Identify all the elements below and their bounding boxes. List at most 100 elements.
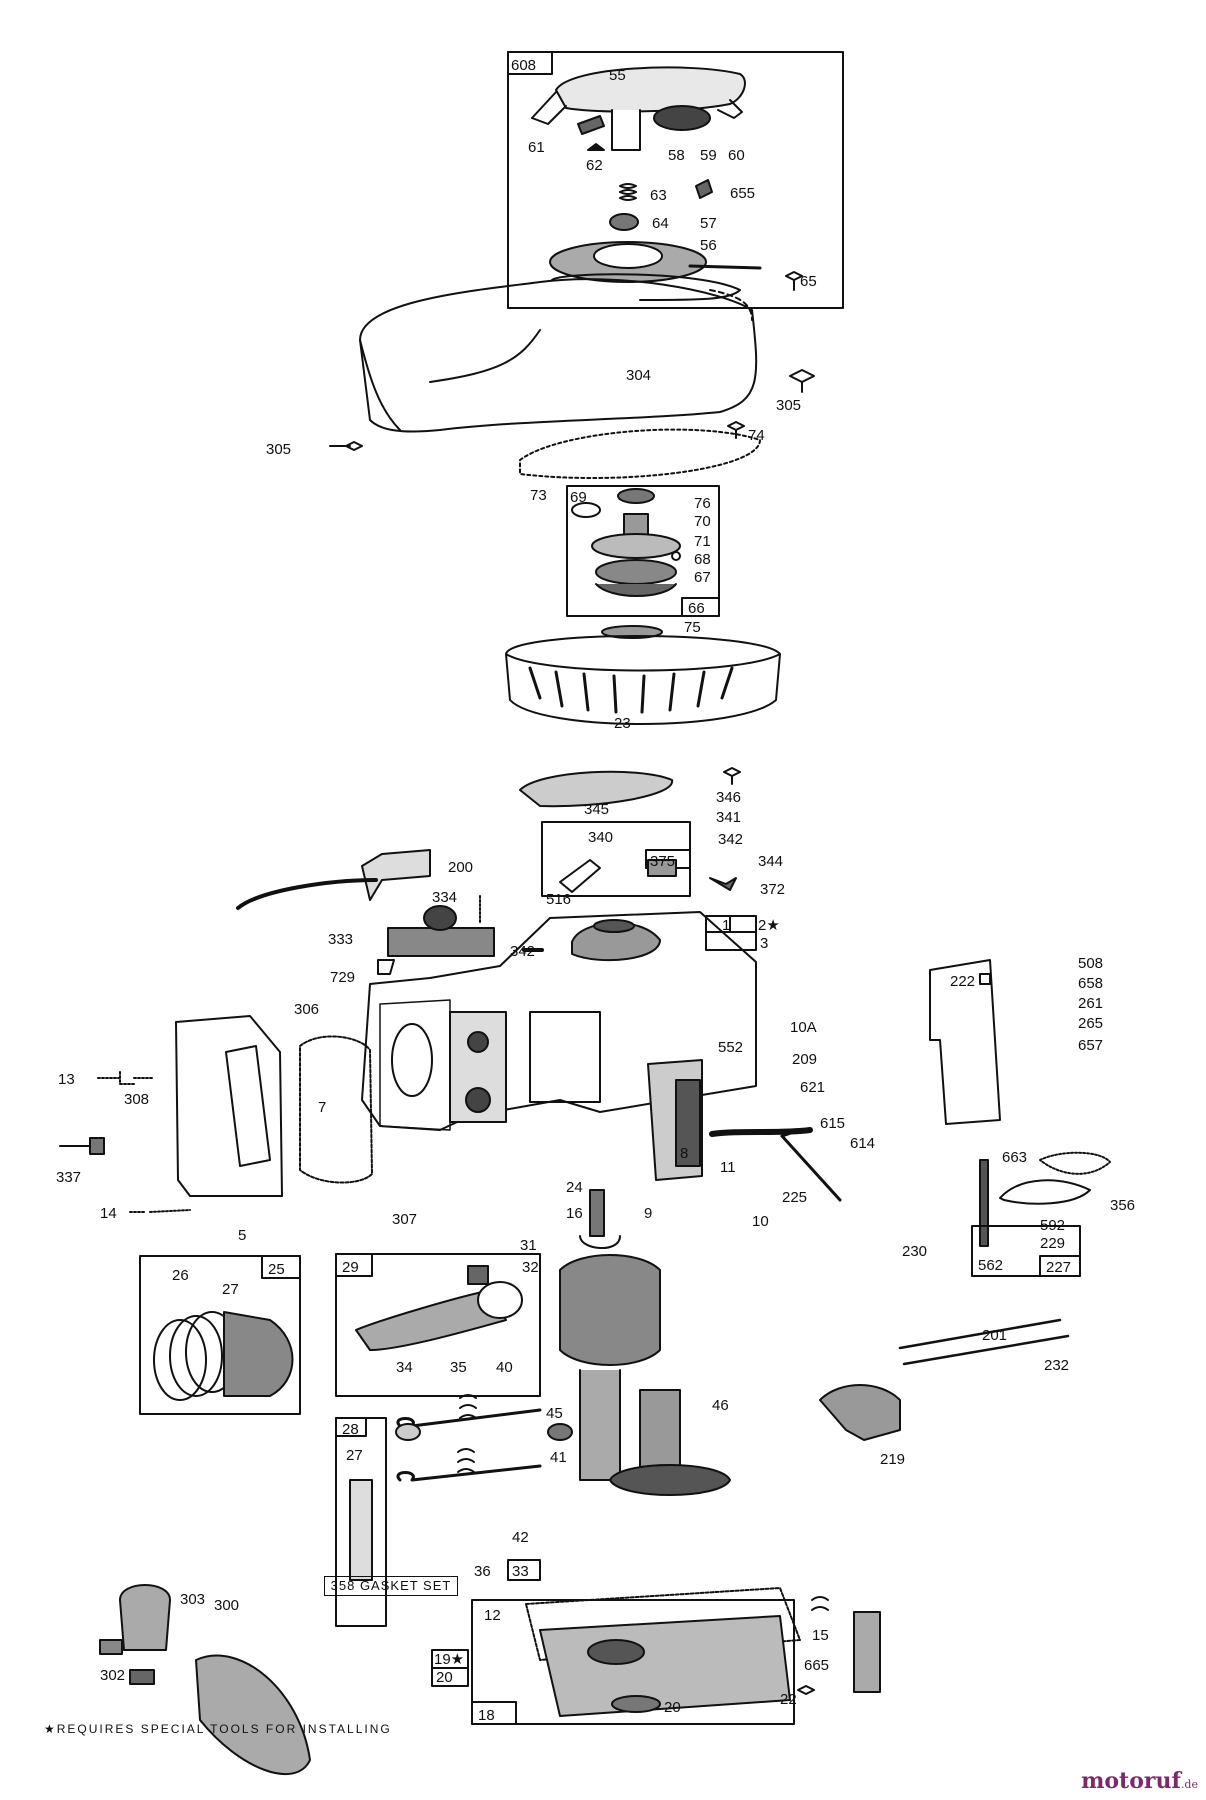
part-label: 36 [474, 1563, 491, 1580]
part-label: 3 [760, 935, 768, 952]
part-label: 19★ [434, 1651, 464, 1668]
part-label: 345 [584, 801, 609, 818]
box-25 [139, 1255, 301, 1415]
part-label: 61 [528, 139, 545, 156]
brand-name: motoruf [1081, 1768, 1181, 1794]
part-label: 2★ [758, 917, 780, 934]
part-label: 308 [124, 1091, 149, 1108]
part-label: 70 [694, 513, 711, 530]
flywheel [505, 635, 781, 725]
part-label: 222 [950, 973, 975, 990]
part-label: 74 [748, 427, 765, 444]
part-label: 372 [760, 881, 785, 898]
part-label: 232 [1044, 1357, 1069, 1374]
part-label: 68 [694, 551, 711, 568]
part-label: 34 [396, 1359, 413, 1376]
box-227 [971, 1225, 1081, 1277]
part-label: 333 [328, 931, 353, 948]
part-label: 67 [694, 569, 711, 586]
part-label: 305 [776, 397, 801, 414]
part-label: 552 [718, 1039, 743, 1056]
part-label: 302 [100, 1667, 125, 1684]
part-label: 18 [478, 1707, 495, 1724]
part-label: 655 [730, 185, 755, 202]
part-label: 342 [718, 831, 743, 848]
part-label: 27 [222, 1281, 239, 1298]
part-label: 73 [530, 487, 547, 504]
part-label: 62 [586, 157, 603, 174]
part-label: 69 [570, 489, 587, 506]
part-label: 76 [694, 495, 711, 512]
crankshaft [559, 1254, 661, 1366]
part-label: 58 [668, 147, 685, 164]
part-label: 35 [450, 1359, 467, 1376]
part-label: 63 [650, 187, 667, 204]
box-29 [335, 1253, 541, 1397]
head-gasket [299, 1035, 373, 1184]
rotating-screen [519, 428, 761, 480]
part-label: 23 [614, 715, 631, 732]
part-label: 658 [1078, 975, 1103, 992]
part-label: 15 [812, 1627, 829, 1644]
part-label: 341 [716, 809, 741, 826]
part-label: 375 [650, 853, 675, 870]
part-label: 516 [546, 891, 571, 908]
part-label: 303 [180, 1591, 205, 1608]
part-label: 356 [1110, 1197, 1135, 1214]
part-label: 663 [1002, 1149, 1027, 1166]
part-label: 55 [609, 67, 626, 84]
part-label: 729 [330, 969, 355, 986]
part-label: 230 [902, 1243, 927, 1260]
fuel-filter [195, 1654, 311, 1776]
box-18 [471, 1599, 795, 1725]
part-label: 265 [1078, 1015, 1103, 1032]
part-label: 33 [512, 1563, 529, 1580]
part-label: 337 [56, 1169, 81, 1186]
part-label: 219 [880, 1451, 905, 1468]
gasket-set-label: 358 GASKET SET [324, 1576, 458, 1596]
part-label: 344 [758, 853, 783, 870]
part-label: 9 [644, 1205, 652, 1222]
part-label: 24 [566, 1179, 583, 1196]
part-label: 306 [294, 1001, 319, 1018]
part-label: 562 [978, 1257, 1003, 1274]
part-label: 201 [982, 1327, 1007, 1344]
part-label: 20 [436, 1669, 453, 1686]
part-label: 1 [722, 917, 730, 934]
part-label: 340 [588, 829, 613, 846]
part-label: 66 [688, 600, 705, 617]
part-label: 14 [100, 1205, 117, 1222]
part-label: 305 [266, 441, 291, 458]
part-label: 46 [712, 1397, 729, 1414]
brand-tld: .de [1180, 1778, 1198, 1791]
part-label: 608 [511, 57, 536, 74]
part-label: 346 [716, 789, 741, 806]
part-label: 11 [720, 1159, 736, 1176]
part-label: 200 [448, 859, 473, 876]
special-tools-footnote: ★REQUIRES SPECIAL TOOLS FOR INSTALLING [44, 1722, 392, 1736]
cylinder-head [175, 1015, 283, 1197]
part-label: 261 [1078, 995, 1103, 1012]
part-label: 304 [626, 367, 651, 384]
part-label: 64 [652, 215, 669, 232]
part-label: 10A [790, 1019, 817, 1036]
box-66 [566, 485, 720, 617]
part-label: 26 [172, 1267, 189, 1284]
part-label: 28 [342, 1421, 359, 1438]
part-label: 32 [522, 1259, 539, 1276]
part-label: 229 [1040, 1235, 1065, 1252]
part-label: 59 [700, 147, 717, 164]
part-label: 665 [804, 1657, 829, 1674]
part-label: 615 [820, 1115, 845, 1132]
part-label: 7 [318, 1099, 326, 1116]
part-label: 657 [1078, 1037, 1103, 1054]
part-label: 209 [792, 1051, 817, 1068]
part-label: 20 [664, 1699, 681, 1716]
part-label-layer: 608 55 61 62 58 59 60 63 655 64 57 56 65… [56, 57, 1135, 1724]
part-label: 71 [694, 533, 711, 550]
part-label: 592 [1040, 1217, 1065, 1234]
part-label: 300 [214, 1597, 239, 1614]
part-label: 60 [728, 147, 745, 164]
part-label: 75 [684, 619, 701, 636]
